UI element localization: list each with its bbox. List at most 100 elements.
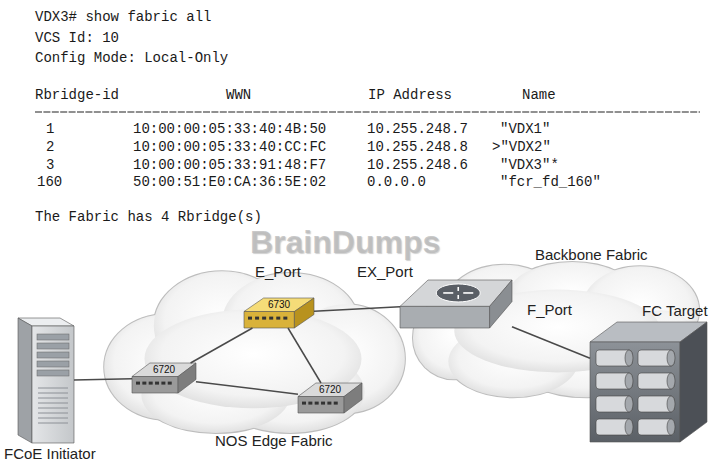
terminal-text: 10:00:00:05:33:40:4B:50 — [133, 121, 326, 137]
switch-port — [334, 402, 338, 405]
storage-symbol — [590, 322, 707, 442]
disk-body — [638, 419, 674, 435]
link-line — [74, 379, 132, 380]
terminal-text: VDX3# show fabric all — [35, 9, 211, 25]
disk-end — [667, 373, 675, 389]
switch-port — [248, 317, 252, 320]
separator-line — [35, 111, 700, 112]
cloud-edge — [104, 271, 405, 433]
switch-symbol — [244, 298, 314, 328]
switch-front — [132, 377, 178, 394]
router-arrow — [443, 292, 453, 294]
link-line — [288, 328, 321, 383]
router-front — [400, 306, 490, 328]
disk-end — [667, 396, 675, 412]
storage-node: FC Target — [590, 322, 707, 442]
server-symbol — [18, 318, 74, 443]
terminal-text: 0.0.0.0 — [367, 174, 426, 190]
disk-body — [596, 350, 632, 366]
node-label: Backbone Fabric — [535, 247, 648, 263]
node-outline — [98, 268, 408, 433]
link-line — [191, 328, 253, 363]
switch-port — [255, 317, 259, 320]
disk-body — [596, 373, 632, 389]
switch-port — [302, 402, 306, 405]
terminal-text: 10:00:00:05:33:40:CC:FC — [133, 139, 326, 155]
switch-node: 6730 — [244, 298, 314, 328]
terminal-text: 2 — [46, 139, 54, 155]
router-icon — [436, 284, 480, 302]
terminal-text: Name — [522, 87, 556, 103]
node-outline — [590, 322, 707, 442]
server-bay — [37, 352, 69, 358]
switch-port — [276, 317, 280, 320]
server-vent — [38, 413, 68, 414]
terminal-text: 3 — [46, 157, 54, 173]
node-label: FCoE Initiator — [4, 446, 96, 462]
terminal-text: 10.255.248.6 — [367, 157, 468, 173]
disk-body — [638, 373, 674, 389]
switch-side — [178, 363, 196, 393]
router-arrow — [463, 292, 473, 294]
terminal-text: 10.255.248.8 — [367, 139, 468, 155]
switch-port — [269, 317, 273, 320]
server-node: FCoE Initiator — [18, 318, 74, 443]
switch-port — [308, 402, 312, 405]
switch-port — [142, 382, 146, 385]
storage-side — [680, 322, 707, 442]
disk-end — [625, 350, 633, 366]
server-vent — [38, 393, 68, 394]
router-symbol — [400, 280, 512, 328]
server-vent — [38, 388, 68, 389]
server-bay — [37, 334, 69, 340]
terminal-text: 1 — [46, 121, 54, 137]
cloud-bump — [145, 309, 362, 408]
router-arrow — [457, 295, 459, 299]
link-line — [314, 307, 400, 311]
server-bay — [37, 370, 69, 376]
router-arrow — [457, 287, 459, 291]
server-vent — [38, 418, 68, 419]
terminal-text: "fcr_fd_160" — [500, 174, 601, 190]
fabric-cloud: NOS Edge Fabric673067206720 — [98, 268, 408, 433]
disk-body — [596, 419, 632, 435]
switch-port — [168, 382, 172, 385]
terminal-text: "VDX3"* — [500, 157, 559, 173]
terminal-text: WWN — [226, 87, 251, 103]
terminal-text: 10:00:00:05:33:91:48:F7 — [133, 157, 326, 173]
terminal-text: The Fabric has 4 Rbridge(s) — [35, 209, 262, 225]
switch-port — [321, 402, 325, 405]
disk-end — [625, 396, 633, 412]
switch-port — [155, 382, 159, 385]
server-bay — [37, 343, 69, 349]
model-number: 6720 — [132, 363, 196, 377]
port-label: E_Port — [255, 264, 301, 280]
disk-end — [625, 419, 633, 435]
cloud-bump — [145, 309, 362, 408]
terminal-text: IP Address — [368, 87, 452, 103]
switch-port — [262, 317, 266, 320]
switch-port — [315, 402, 319, 405]
terminal-text: 50:00:51:E0:CA:36:5E:02 — [133, 174, 326, 190]
switch-front — [298, 397, 344, 414]
model-number: 6730 — [244, 298, 314, 312]
node-outline — [400, 280, 512, 328]
server-front — [32, 326, 74, 443]
node-outline — [18, 318, 74, 443]
port-label: F_Port — [527, 302, 572, 318]
switch-port — [149, 382, 153, 385]
node-label: EX_Port — [357, 264, 413, 280]
link-line — [196, 382, 298, 394]
terminal-text: >"VDX2" — [492, 139, 551, 155]
switch-symbol — [132, 363, 196, 393]
cloud-fill — [104, 271, 405, 433]
switch-port — [161, 382, 165, 385]
terminal-text: VCS Id: 10 — [35, 30, 119, 46]
router-node: EX_Port — [400, 280, 512, 328]
switch-node: 6720 — [132, 363, 196, 393]
disk-end — [667, 419, 675, 435]
terminal-text: Rbridge-id — [35, 87, 119, 103]
disk-body — [596, 396, 632, 412]
